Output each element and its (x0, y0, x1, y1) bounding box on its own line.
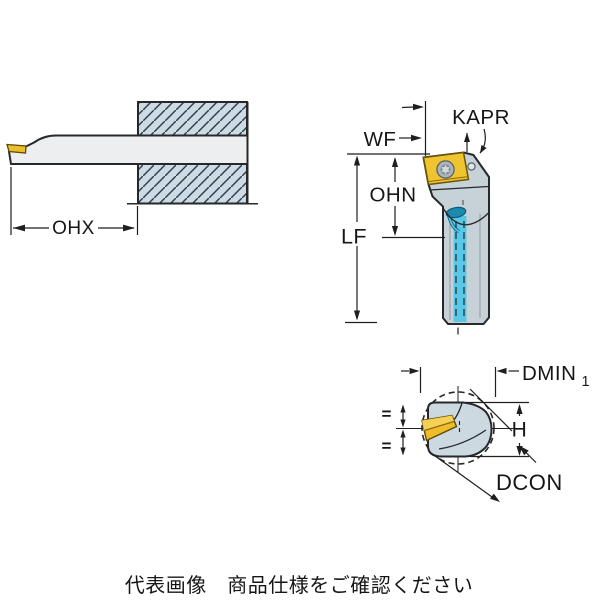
dcon-tangent-ne (469, 388, 513, 432)
equal-arrow-2 (400, 419, 406, 428)
h-label: H (512, 419, 528, 442)
head-seat-line (429, 185, 489, 191)
dmin-subscript: 1 (582, 374, 590, 390)
h-arrow-up (516, 404, 523, 414)
screw-torx-star-b (441, 167, 450, 175)
ohx-label: OHX (52, 218, 95, 239)
ohx-arrow-right (123, 224, 135, 232)
insert-edge-line (428, 176, 468, 182)
front-view: WF KAPR OHN LF (341, 101, 510, 335)
caption-text: 代表画像 商品仕様をご確認ください (125, 574, 474, 597)
kapr-arrow (413, 103, 424, 111)
ohn-arrow-up (391, 157, 399, 167)
workpiece-upper-hatch (137, 101, 248, 137)
head-bottom-arc (442, 207, 490, 226)
lf-arrow-up (353, 155, 361, 166)
dmin-arrow-left (409, 367, 420, 375)
end-view-insert-top-facet (422, 415, 454, 431)
coolant-inlet-hole (445, 206, 467, 219)
ohn-arrow-down (391, 226, 399, 236)
kapr-arrow-line (401, 106, 415, 109)
end-view: DMIN 1 H = = DCON (382, 362, 590, 502)
wf-arrow (411, 134, 422, 142)
lf-arrow-down (353, 310, 361, 321)
workpiece-lower-hatch (137, 162, 248, 205)
kapr-label: KAPR (452, 106, 510, 129)
section-bottom-curve (438, 429, 487, 450)
head-pin-hole (467, 162, 476, 171)
equal-arrow-1 (400, 404, 406, 413)
equal-arrow-3 (400, 429, 406, 438)
dmin-label: DMIN (522, 362, 576, 385)
ohx-arrow-left (13, 224, 25, 232)
equal-mark-top: = (382, 405, 392, 424)
ohn-label: OHN (369, 184, 416, 207)
coolant-channel (453, 216, 467, 322)
dmin-arrow-right (496, 367, 507, 375)
equal-arrow-4 (400, 447, 406, 456)
dcon-arrow-se (490, 493, 500, 502)
kapr-arc-arrow (480, 145, 487, 154)
side-view: OHX (6, 101, 258, 239)
kapr-angle-ref-arrow (464, 132, 470, 142)
wf-label: WF (364, 128, 397, 151)
equal-mark-bottom: = (382, 437, 392, 456)
dcon-tangent-sw (430, 452, 493, 498)
end-view-insert-edge (424, 420, 455, 432)
side-view-insert (6, 143, 27, 154)
dcon-arrow-nw (519, 445, 529, 456)
boring-bar-body (9, 135, 248, 164)
lf-label: LF (341, 225, 367, 249)
dcon-arrow-tail (525, 451, 537, 463)
dcon-label: DCON (496, 470, 563, 495)
